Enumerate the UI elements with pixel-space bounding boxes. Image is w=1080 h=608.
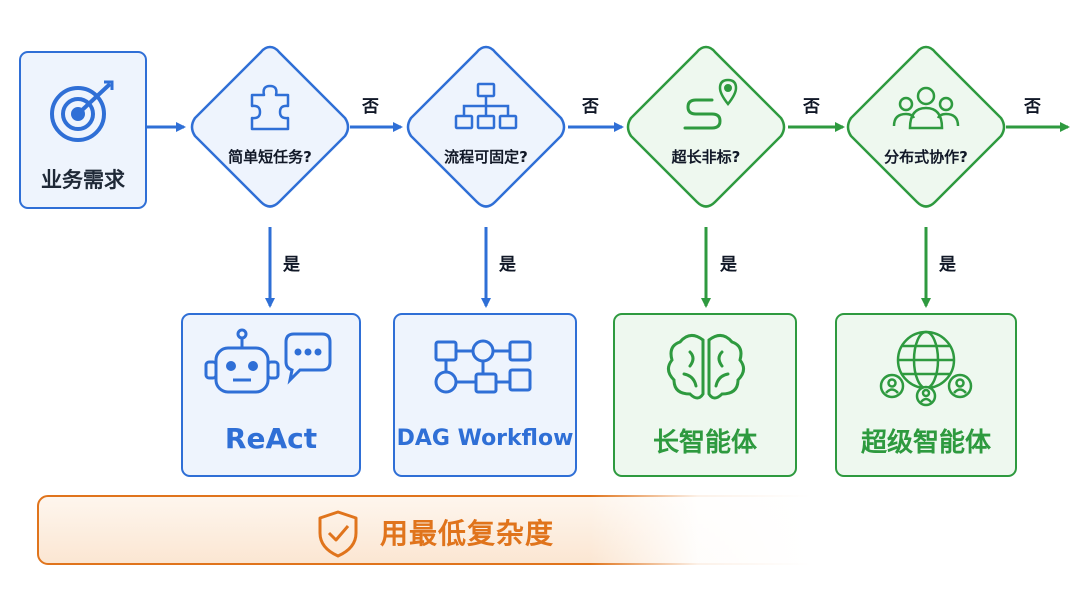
globe-network-icon (879, 330, 973, 407)
result-long-agent-label: 长智能体 (652, 428, 757, 458)
decision-2-yes-label: 是 (499, 255, 516, 275)
decision-4-no-label: 否 (1024, 97, 1041, 117)
result-box-dag (393, 313, 577, 477)
decision-4-yes-label: 是 (939, 255, 956, 275)
dag-workflow-icon (434, 339, 532, 394)
decision-1-no-label: 否 (362, 97, 379, 117)
decision-diamond-1 (190, 45, 350, 208)
decision-2-no-label: 否 (582, 97, 599, 117)
decision-3-no-label: 否 (803, 97, 820, 117)
decision-4-question: 分布式协作? (884, 148, 968, 166)
decision-3-yes-label: 是 (720, 255, 737, 275)
team-icon (892, 86, 960, 130)
hierarchy-icon (454, 82, 518, 130)
route-pin-icon (683, 78, 738, 130)
decision-1-question: 简单短任务? (228, 148, 312, 166)
decision-2-question: 流程可固定? (444, 148, 528, 166)
start-node (19, 51, 147, 209)
result-box-react (181, 313, 361, 477)
target-icon (50, 80, 114, 142)
banner-text: 用最低复杂度 (380, 517, 555, 550)
shield-check-icon (318, 510, 358, 558)
result-dag-label: DAG Workflow (396, 426, 574, 451)
start-node-label: 业务需求 (41, 168, 125, 192)
decision-1-yes-label: 是 (283, 255, 300, 275)
robot-chat-icon (204, 328, 332, 394)
puzzle-icon (250, 84, 290, 131)
decision-3-question: 超长非标? (671, 148, 741, 166)
result-react-label: ReAct (224, 422, 318, 455)
brain-icon (667, 334, 745, 400)
result-box-long-agent (613, 313, 797, 477)
result-super-agent-label: 超级智能体 (860, 428, 991, 458)
